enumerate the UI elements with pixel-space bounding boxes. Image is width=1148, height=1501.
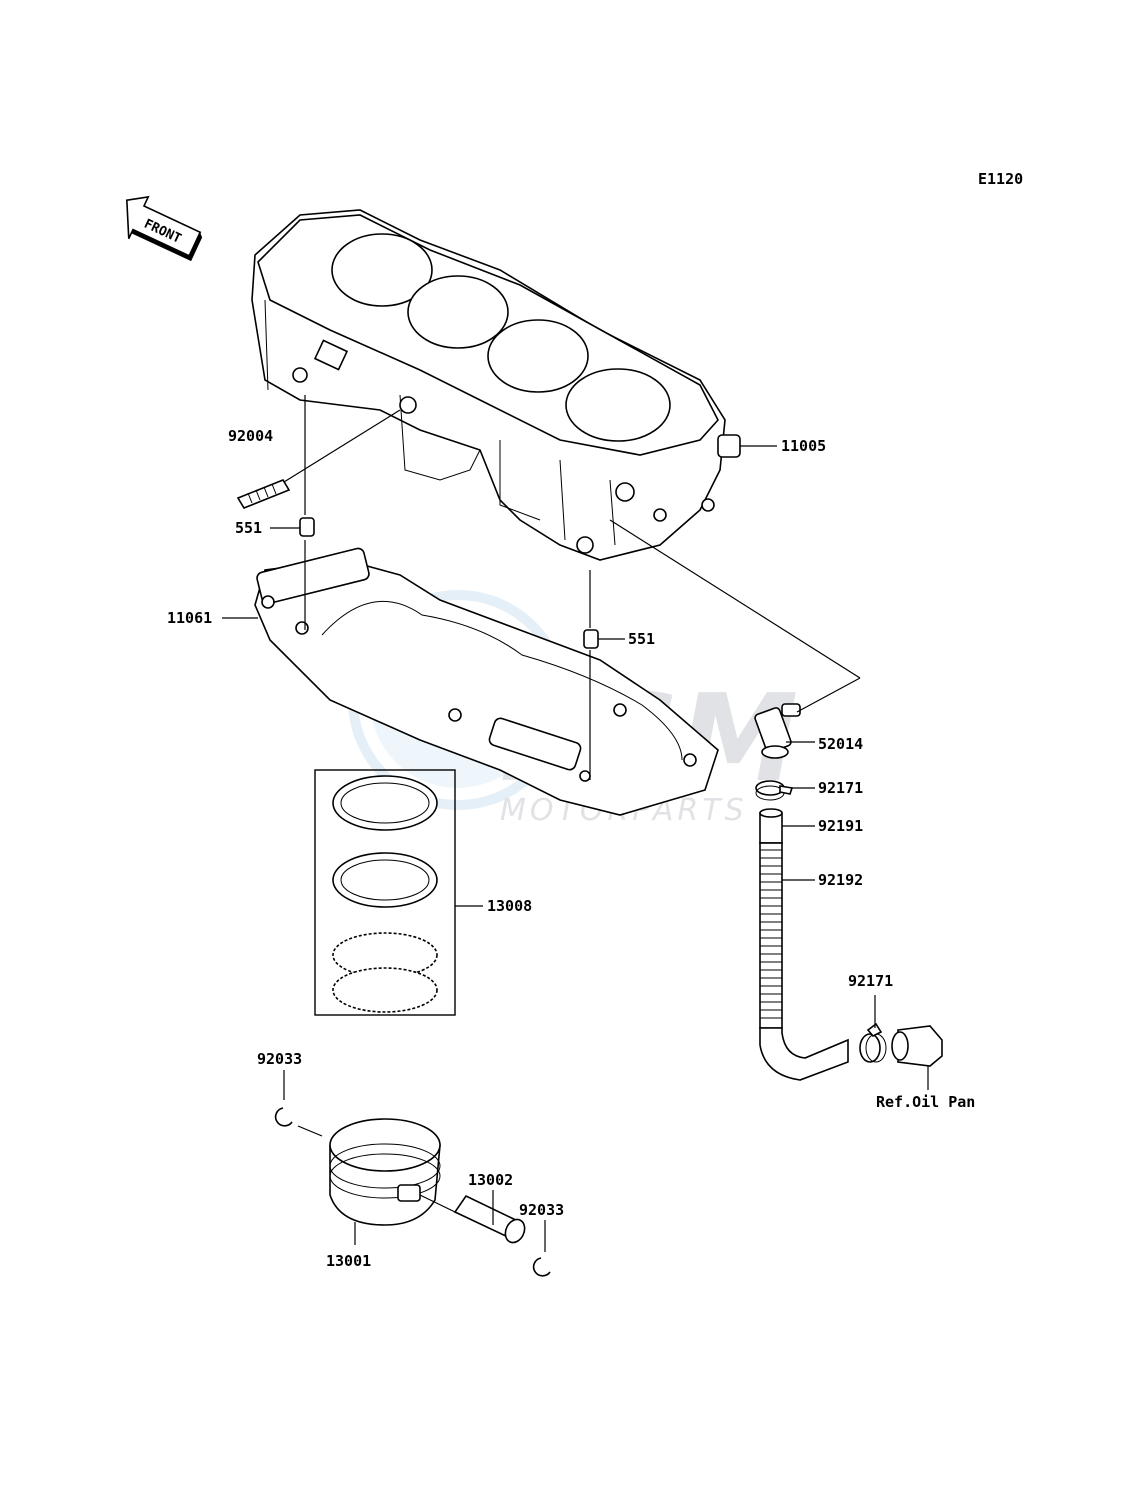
label-551-right: 551 (628, 630, 655, 648)
label-11005: 11005 (781, 437, 826, 455)
front-arrow-icon: FRONT (125, 195, 203, 262)
label-92191: 92191 (818, 817, 863, 835)
cylinder-block (251, 209, 741, 561)
label-13008: 13008 (487, 897, 532, 915)
label-92004: 92004 (228, 427, 273, 445)
piston-ring-set (314, 769, 456, 1016)
label-92192: 92192 (818, 871, 863, 889)
oil-pan-fitting (891, 1025, 943, 1067)
diagram-code: E1120 (978, 170, 1023, 188)
hose-clamp-bottom (859, 1022, 887, 1063)
circlip-left (274, 1107, 293, 1127)
label-92033-right: 92033 (519, 1201, 564, 1219)
label-11061: 11061 (167, 609, 212, 627)
hose-clamp-top (755, 780, 794, 801)
label-92171-bottom: 92171 (848, 972, 893, 990)
label-13001: 13001 (326, 1252, 371, 1270)
leader-lines (222, 395, 929, 1252)
piston (329, 1118, 441, 1226)
breather-fitting (754, 703, 801, 759)
label-13002: 13002 (468, 1171, 513, 1189)
stud-bolt (236, 479, 291, 509)
label-92171-top: 92171 (818, 779, 863, 797)
circlip-right (532, 1257, 551, 1277)
dowel-pin-left (299, 517, 315, 537)
head-gasket (254, 547, 719, 816)
piston-pin (453, 1194, 526, 1244)
label-52014: 52014 (818, 735, 863, 753)
breather-hose (759, 808, 849, 1081)
label-551-left: 551 (235, 519, 262, 537)
dowel-pin-right (583, 629, 599, 649)
label-ref-oil-pan: Ref.Oil Pan (876, 1093, 975, 1111)
label-92033-left: 92033 (257, 1050, 302, 1068)
